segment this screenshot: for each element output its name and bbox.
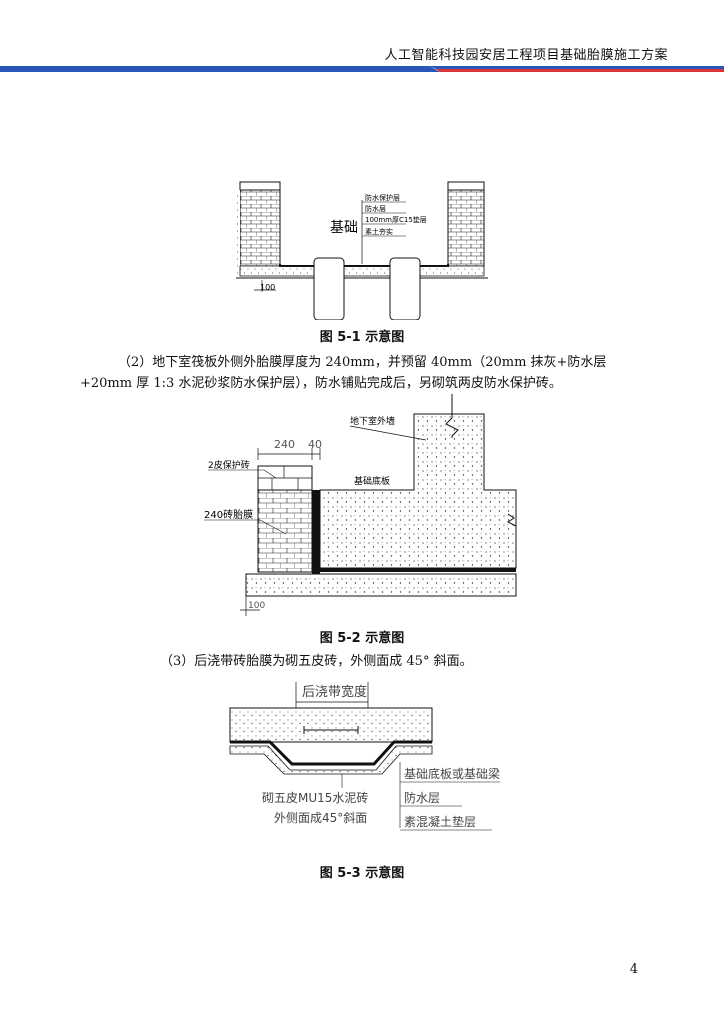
figure-5-3-caption: 图 5-3 示意图 [319,866,405,881]
fig3-label-width: 后浇带宽度 [302,684,367,700]
fig1-label-0: 防水保护层 [365,193,400,202]
paragraph-1-line-2: +20mm 厚 1:3 水泥砂浆防水保护层），防水铺贴完成后，另砌筑两皮防水保护… [80,376,562,391]
fig3-label-right-2: 素混凝土垫层 [404,814,476,829]
figure-5-1: 100 基础 防水保护层 防水层 100mm厚C15垫层 素土夯实 [236,181,488,320]
figure-5-3: 后浇带宽度 砌五皮MU15水泥砖 外侧面成45°斜面 基础底板或基础梁 防水层 … [229,682,500,831]
fig2-dim-240: 240 [274,438,295,451]
paragraph-1-line-1: （2）地下室筏板外侧外胎膜厚度为 240mm，并预留 40mm（20mm 抹灰+… [118,355,607,370]
fig1-label-1: 防水层 [365,204,386,213]
header-rule [0,66,724,72]
fig1-dim-100: 100 [260,283,275,292]
fig1-label-main: 基础 [330,219,358,236]
figure-5-2-caption: 图 5-2 示意图 [319,631,405,646]
fig2-label-wall: 地下室外墙 [350,415,395,427]
page-number: 4 [629,962,638,977]
fig3-label-left-1: 砌五皮MU15水泥砖 [262,790,368,805]
paragraph-2: （3）后浇带砖胎膜为砌五皮砖，外侧面成 45° 斜面。 [160,654,473,669]
fig2-label-slab: 基础底板 [354,475,390,487]
fig1-label-3: 素土夯实 [365,227,393,236]
fig3-label-right-1: 防水层 [404,790,440,805]
fig2-dim-100: 100 [248,601,265,611]
fig2-dim-40: 40 [308,438,322,451]
fig3-label-right-0: 基础底板或基础梁 [404,766,500,781]
fig3-label-left-2: 外侧面成45°斜面 [274,811,367,825]
figure-5-2: 240 40 100 地下室外墙 基础底板 2皮保护砖 240砖胎膜 [204,394,517,616]
header-title: 人工智能科技园安居工程项目基础胎膜施工方案 [384,48,668,63]
fig2-label-protect: 2皮保护砖 [208,459,250,471]
figure-5-1-caption: 图 5-1 示意图 [319,330,405,345]
fig2-label-membrane: 240砖胎膜 [204,508,253,521]
fig1-label-2: 100mm厚C15垫层 [365,215,427,224]
